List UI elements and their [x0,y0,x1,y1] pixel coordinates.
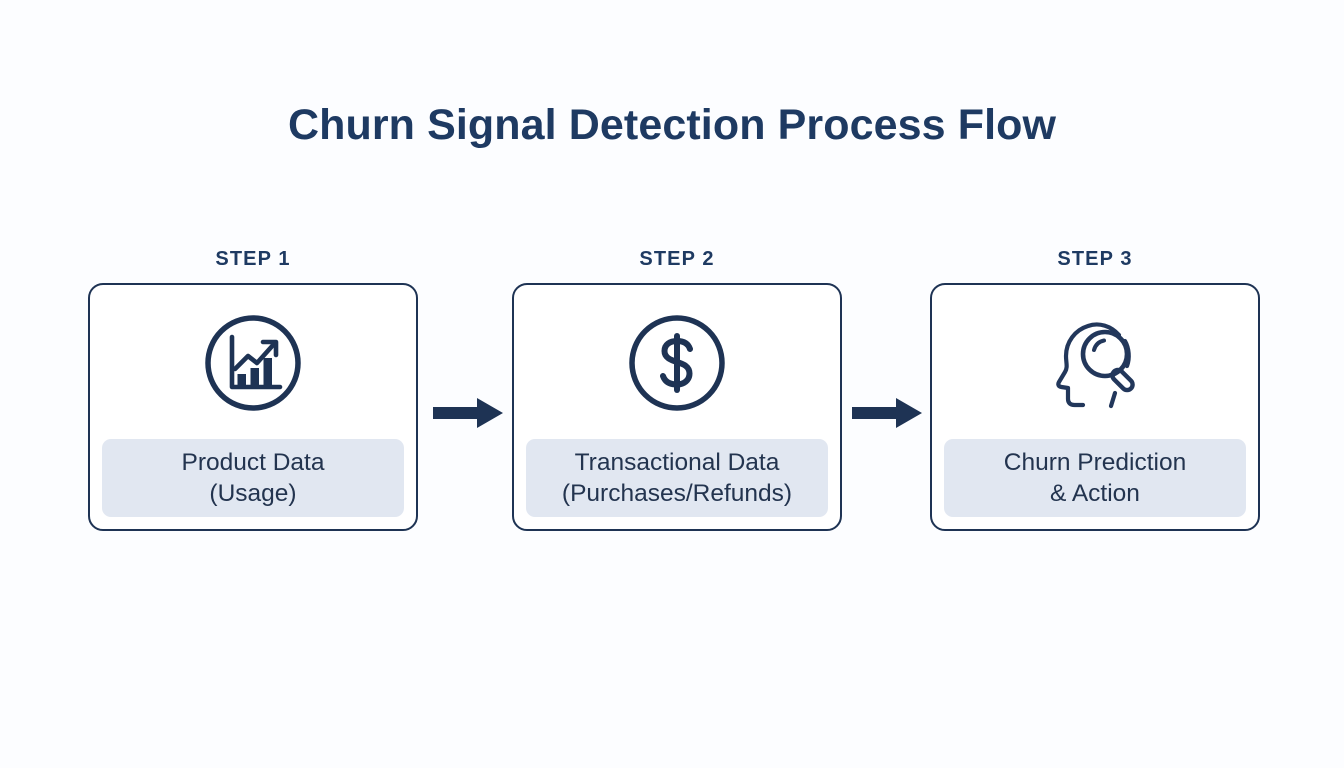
step-3-description: Churn Prediction & Action [1003,449,1187,507]
process-flow-row: STEP 1 [88,248,1260,538]
step-1-label: STEP 1 [215,248,291,270]
step-1-description: Product Data (Usage) [181,449,325,507]
flow-step-1: STEP 1 [88,248,418,538]
head-magnifier-icon [932,303,1258,423]
flow-step-2: STEP 2 Transactional Data (Purchases/Ref… [512,248,842,538]
page-title: Churn Signal Detection Process Flow [287,101,1057,149]
flow-step-3: STEP 3 [930,248,1260,538]
step-2-label: STEP 2 [639,248,715,270]
arrow-step2-to-step3-icon [852,396,924,430]
step-1-card[interactable]: Product Data (Usage) [88,283,418,531]
arrow-step1-to-step2-icon [433,396,505,430]
step-3-card[interactable]: Churn Prediction & Action [930,283,1260,531]
bar-chart-growth-circle-icon [90,303,416,423]
step-3-label-box: Churn Prediction & Action [944,439,1246,517]
step-3-label: STEP 3 [1057,248,1133,270]
dollar-sign-circle-icon [514,303,840,423]
step-2-card[interactable]: Transactional Data (Purchases/Refunds) [512,283,842,531]
step-2-label-box: Transactional Data (Purchases/Refunds) [526,439,828,517]
step-1-label-box: Product Data (Usage) [102,439,404,517]
step-2-description: Transactional Data (Purchases/Refunds) [561,449,793,507]
